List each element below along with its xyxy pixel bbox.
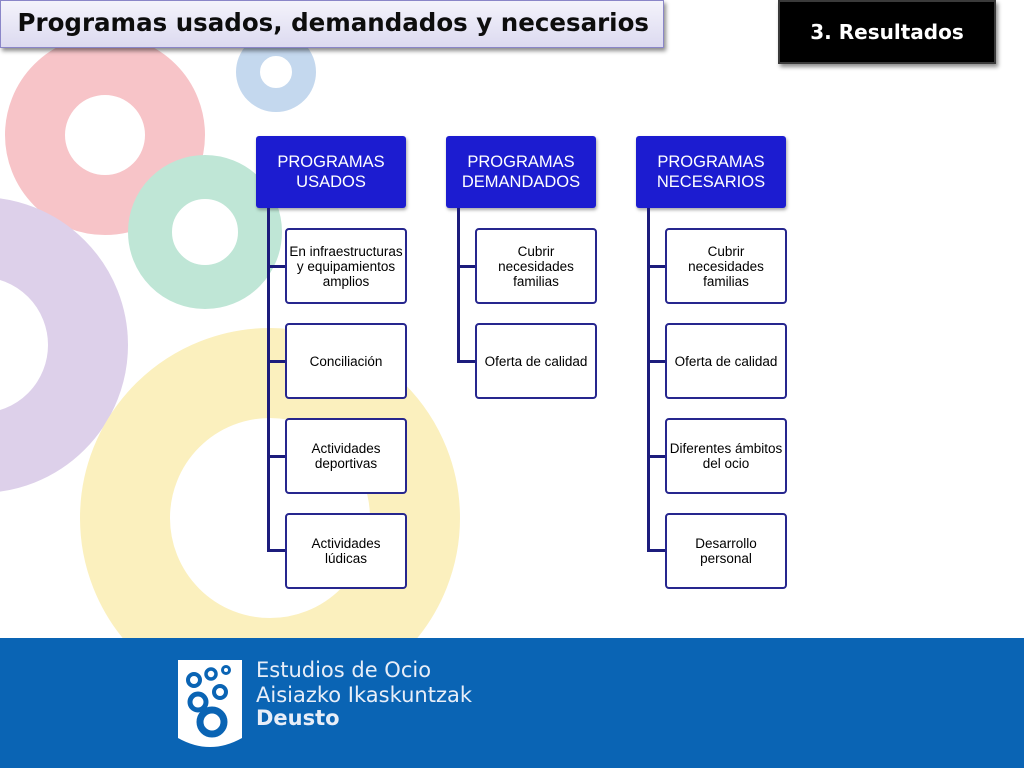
connector-vertical [267, 208, 270, 552]
connector-vertical [647, 208, 650, 552]
slide-title: Programas usados, demandados y necesario… [17, 8, 649, 37]
heading-line-1: PROGRAMAS [277, 153, 385, 171]
connector-horizontal [647, 265, 666, 268]
node-actividades-ludicas: Actividades lúdicas [285, 513, 407, 589]
footer-bar: Estudios de Ocio Aisiazko Ikaskuntzak De… [0, 638, 1024, 768]
background-letters-decoration [0, 32, 460, 640]
heading-programas-necesarios: PROGRAMAS NECESARIOS [636, 136, 786, 208]
section-badge: 3. Resultados [778, 0, 996, 64]
heading-programas-demandados: PROGRAMAS DEMANDADOS [446, 136, 596, 208]
section-label: 3. Resultados [810, 20, 964, 44]
node-desarrollo-personal: Desarrollo personal [665, 513, 787, 589]
heading-line-1: PROGRAMAS [467, 153, 575, 171]
node-infraestructuras: En infraestructuras y equipamientos ampl… [285, 228, 407, 304]
node-conciliacion: Conciliación [285, 323, 407, 399]
connector-horizontal [647, 549, 666, 552]
node-cubrir-necesidades: Cubrir necesidades familias [475, 228, 597, 304]
heading-programas-usados: PROGRAMAS USADOS [256, 136, 406, 208]
connector-vertical [457, 208, 460, 363]
deusto-logo-icon [178, 660, 242, 747]
slide-title-bar: Programas usados, demandados y necesario… [0, 0, 664, 48]
connector-horizontal [267, 360, 286, 363]
footer-line-1: Estudios de Ocio [256, 658, 432, 682]
connector-horizontal [457, 360, 476, 363]
connector-horizontal [457, 265, 476, 268]
node-oferta-calidad: Oferta de calidad [475, 323, 597, 399]
node-actividades-deportivas: Actividades deportivas [285, 418, 407, 494]
connector-horizontal [647, 455, 666, 458]
footer-line-3: Deusto [256, 706, 340, 730]
heading-line-2: DEMANDADOS [461, 173, 581, 191]
node-oferta-calidad: Oferta de calidad [665, 323, 787, 399]
node-diferentes-ambitos: Diferentes ámbitos del ocio [665, 418, 787, 494]
connector-horizontal [647, 360, 666, 363]
heading-line-1: PROGRAMAS [657, 153, 765, 171]
connector-horizontal [267, 549, 286, 552]
connector-horizontal [267, 265, 286, 268]
heading-line-2: NECESARIOS [656, 173, 766, 191]
heading-line-2: USADOS [296, 173, 366, 191]
footer-line-2: Aisiazko Ikaskuntzak [256, 683, 473, 707]
node-cubrir-necesidades: Cubrir necesidades familias [665, 228, 787, 304]
connector-horizontal [267, 455, 286, 458]
